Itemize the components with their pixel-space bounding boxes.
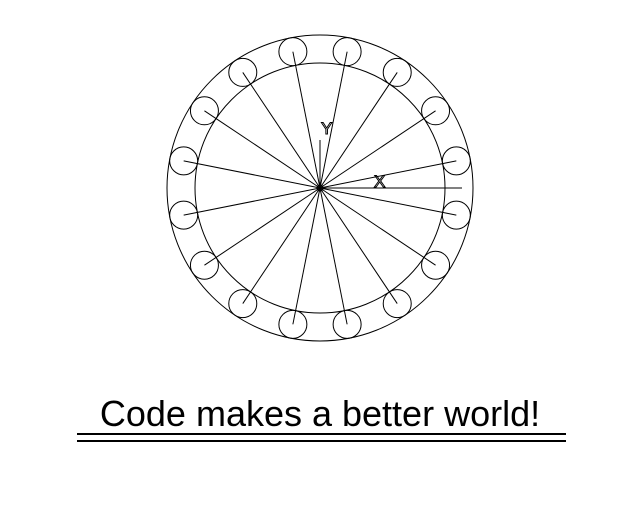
spokes-group [183, 51, 457, 325]
small-circle [228, 57, 258, 87]
spoke-line [319, 187, 348, 325]
spoke-line [319, 187, 436, 266]
spoke-line [242, 187, 321, 304]
spoke-line [319, 187, 398, 304]
spoke-line [319, 187, 457, 216]
small-circle [421, 96, 451, 126]
small-circle [169, 200, 199, 230]
spoke-line [319, 51, 348, 189]
spoke-line [292, 51, 321, 189]
y-axis-label: Y [321, 119, 332, 138]
ucs-icon: Y X [319, 119, 462, 192]
spoke-line [183, 160, 321, 189]
small-circle [332, 309, 362, 339]
small-circle [169, 146, 199, 176]
small-circle [278, 309, 308, 339]
small-circle [441, 146, 471, 176]
spoke-line [204, 187, 321, 266]
small-circle [332, 37, 362, 67]
small-circle [421, 250, 451, 280]
small-circle [441, 200, 471, 230]
small-circle [228, 289, 258, 319]
small-circle [382, 289, 412, 319]
spoke-line [319, 160, 457, 189]
small-circle [189, 250, 219, 280]
spoke-line [292, 187, 321, 325]
spoke-line [242, 72, 321, 189]
outer-circle [166, 34, 474, 342]
caption-text: Code makes a better world! [100, 393, 540, 434]
wheel-diagram [166, 34, 474, 342]
spoke-line [319, 72, 398, 189]
spoke-line [204, 110, 321, 189]
spoke-line [319, 110, 436, 189]
small-circle [382, 57, 412, 87]
spoke-line [183, 187, 321, 216]
small-circle [189, 96, 219, 126]
small-circle [278, 37, 308, 67]
x-axis-label: X [374, 172, 385, 191]
small-circles-group [169, 37, 471, 339]
